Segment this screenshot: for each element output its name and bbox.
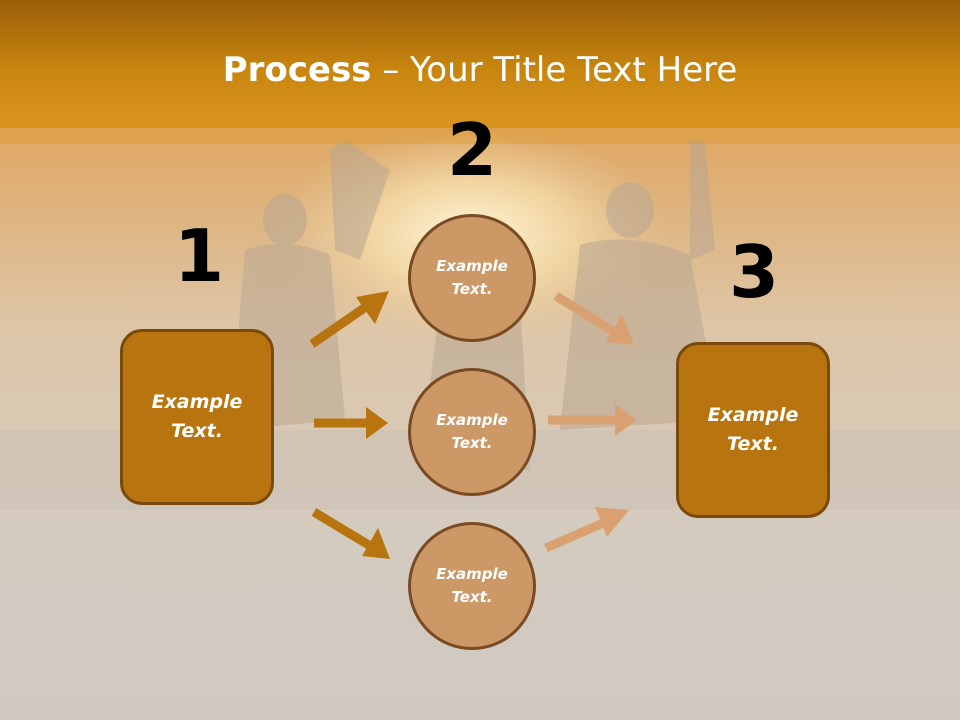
arrow-right-lower	[544, 507, 629, 553]
circle-bottom-label: Example Text.	[436, 565, 508, 606]
arrow-right-upper	[553, 292, 634, 345]
circle-middle: Example Text.	[408, 368, 536, 496]
arrow-left-middle	[314, 407, 388, 439]
step-number-3: 3	[728, 230, 780, 314]
title-rest: – Your Title Text Here	[371, 50, 738, 90]
step-number-1: 1	[173, 214, 225, 298]
circle-middle-label: Example Text.	[436, 411, 508, 452]
circle-top: Example Text.	[408, 214, 536, 342]
circle-bottom: Example Text.	[408, 522, 536, 650]
circle-top-label: Example Text.	[436, 257, 508, 298]
step-box-1: Example Text.	[120, 329, 274, 505]
step-box-1-label: Example Text.	[151, 391, 243, 442]
arrow-left-lower	[311, 508, 390, 559]
slide-title: Process – Your Title Text Here	[0, 50, 960, 90]
step-box-3-label: Example Text.	[707, 404, 799, 455]
arrow-right-middle	[548, 404, 637, 436]
step-box-3: Example Text.	[676, 342, 830, 518]
title-bold: Process	[222, 50, 372, 90]
step-number-2: 2	[446, 108, 498, 192]
arrow-left-upper	[309, 291, 389, 348]
